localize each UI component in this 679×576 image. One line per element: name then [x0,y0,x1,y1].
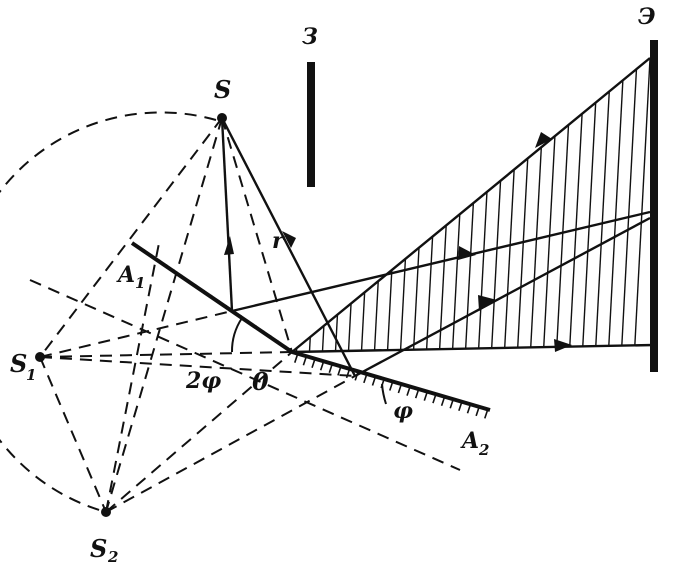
label-mirror1-sub: 1 [135,274,145,292]
ray-s-to-mirror1 [220,117,234,312]
mirror-hatch-tick [397,383,403,394]
mirror-hatch-tick [240,316,250,323]
mirror-a1 [130,241,295,354]
mirror-hatch-tick [173,270,183,277]
mirror-hatch-tick [328,363,334,374]
label-stop: З [302,24,318,50]
label-mirror1: A [116,262,135,288]
mirror-hatch-tick [263,331,272,338]
mirror-hatch-tick [218,301,228,307]
label-image1-sub: 1 [26,366,36,384]
angle-arc [381,383,387,405]
mirror-hatch-tick [449,398,454,409]
mirror-hatch-tick [319,361,325,371]
label-screen: Э [638,4,656,30]
mirror-hatch-tick [151,255,161,262]
dashed-s1-to-mirror2-point [39,356,356,377]
mirror-hatch-tick [302,355,308,366]
label-radius: r [272,228,285,254]
mirror-hatch-tick [466,404,472,414]
mirror-hatch-tick [166,265,176,272]
dashed-s-to-s2 [105,117,223,513]
mirror-hatch-tick [432,393,437,404]
mirror-hatch-tick [414,388,420,399]
mirror-hatch-tick [270,336,280,343]
ray-origin-to-screen-top [291,57,651,353]
hatch-line [632,58,652,352]
ray-origin-to-screen-mid [291,343,655,354]
label-double-angle: 2φ [185,368,221,394]
mirror-hatch-tick [233,311,243,317]
mirror-a2 [291,350,491,419]
ray-mirror1-reflected [231,210,651,313]
dashed-s1-to-s2 [39,356,107,513]
mirror-hatch-tick [210,296,220,302]
hatch-line [593,58,613,352]
label-angle: φ [393,398,413,424]
label-mirror2-sub: 2 [478,441,489,459]
dashed-s1-to-mirror1-point [39,310,233,358]
label-source: S [214,75,231,104]
mirror-hatch-tick [188,281,198,287]
mirror-hatch-tick [293,353,299,363]
mirror-hatch-tick [311,358,316,368]
dashed-s2-to-origin [105,351,293,513]
hatch-line [606,58,626,352]
mirror-hatch-tick [440,396,446,406]
label-image2: S [90,534,107,563]
mirror-hatch-tick [181,276,190,282]
screen-bar [650,40,658,372]
dashed-s1-to-origin [39,351,293,358]
mirror-hatch-tick [248,321,257,328]
mirror-hatch-tick [458,401,463,412]
mirror-hatch-tick [484,409,489,419]
mirror-hatch-tick [475,406,480,417]
dashed-s-to-origin [221,117,293,353]
image1-point [35,352,45,362]
mirror-hatch-tick [345,368,351,379]
mirror-hatch-tick [406,386,411,396]
mirror-hatch-tick [255,326,265,333]
mirror-hatch-tick [337,366,342,376]
arrow-bottom-ray [478,295,497,311]
points [35,113,227,517]
ray-s-to-mirror2 [220,117,357,377]
mirror-hatch-tick [277,341,287,348]
label-mirror2: A [460,428,479,454]
label-image1: S [10,349,27,378]
ray-mirror2-reflected [354,216,651,378]
arrow-mid-ray [458,246,476,260]
mirror-hatch-tick [158,260,168,267]
image-circle-arc [0,111,217,513]
mirror-hatch-tick [423,391,429,401]
source-point [217,113,227,123]
mirror-hatch-tick [363,373,368,384]
arrow-down-right [282,231,296,248]
angle-arcs [230,317,387,405]
construction-lines [0,111,461,513]
dashed-s-to-s1 [39,117,223,358]
mirror-hatch-tick [371,376,377,386]
arrow-upper-ray [535,132,552,148]
mirror-hatch-tick [136,245,146,252]
dashed-s2-to-a1-line [105,237,161,513]
mirror-hatch-tick [203,291,213,297]
label-image2-sub: 2 [107,548,118,566]
arrow-lower-ray [554,339,572,352]
mirror-hatch-tick [144,250,153,257]
mirror-hatch-tick [389,381,394,391]
label-origin: 0 [252,367,269,396]
mirror1-extension [29,279,461,471]
rays [220,57,655,378]
dashed-s2-to-mirror2-point [105,375,356,513]
double-angle-arc [230,317,243,353]
ray-arrows [224,132,572,352]
mirror-hatch-tick [196,286,205,292]
hatch-line [619,58,639,352]
arrow-down-left [224,236,234,255]
stop-bar [307,62,315,187]
image2-point [101,507,111,517]
